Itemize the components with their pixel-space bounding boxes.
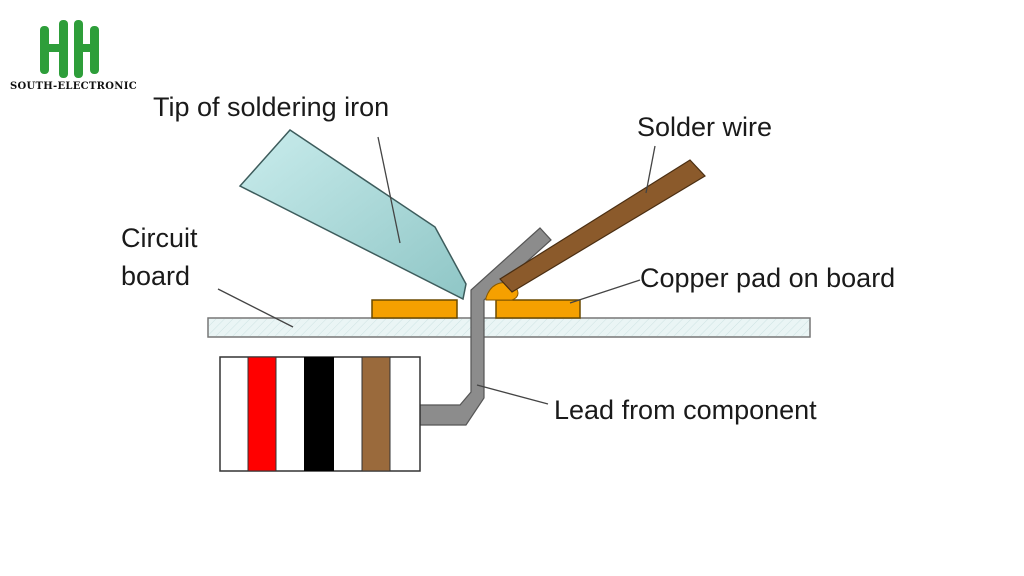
label-iron-tip: Tip of soldering iron xyxy=(153,92,390,122)
copper-pad-left xyxy=(371,299,458,319)
resistor-band-black xyxy=(304,357,334,471)
label-circuit-line2: board xyxy=(121,261,191,291)
brand-logo-icon xyxy=(40,20,99,78)
leader-lead xyxy=(476,384,549,405)
label-solder-wire: Solder wire xyxy=(637,112,773,142)
label-copper-pad: Copper pad on board xyxy=(640,263,896,293)
leader-solder-wire xyxy=(645,145,656,194)
soldering-iron-tip xyxy=(238,129,467,301)
resistor-band-red xyxy=(247,356,277,472)
resistor-component xyxy=(219,356,421,472)
leader-copper-pad xyxy=(569,279,641,304)
component-lead xyxy=(419,227,552,426)
brand-name: SOUTH-ELECTRONIC xyxy=(10,81,137,92)
leader-iron-tip xyxy=(377,136,401,244)
solder-wire xyxy=(499,159,706,293)
label-lead: Lead from component xyxy=(554,395,817,425)
resistor-band-brown xyxy=(361,356,391,472)
leader-circuit-board xyxy=(217,288,294,328)
copper-pad-right xyxy=(495,299,581,319)
label-circuit-line1: Circuit xyxy=(121,223,198,253)
